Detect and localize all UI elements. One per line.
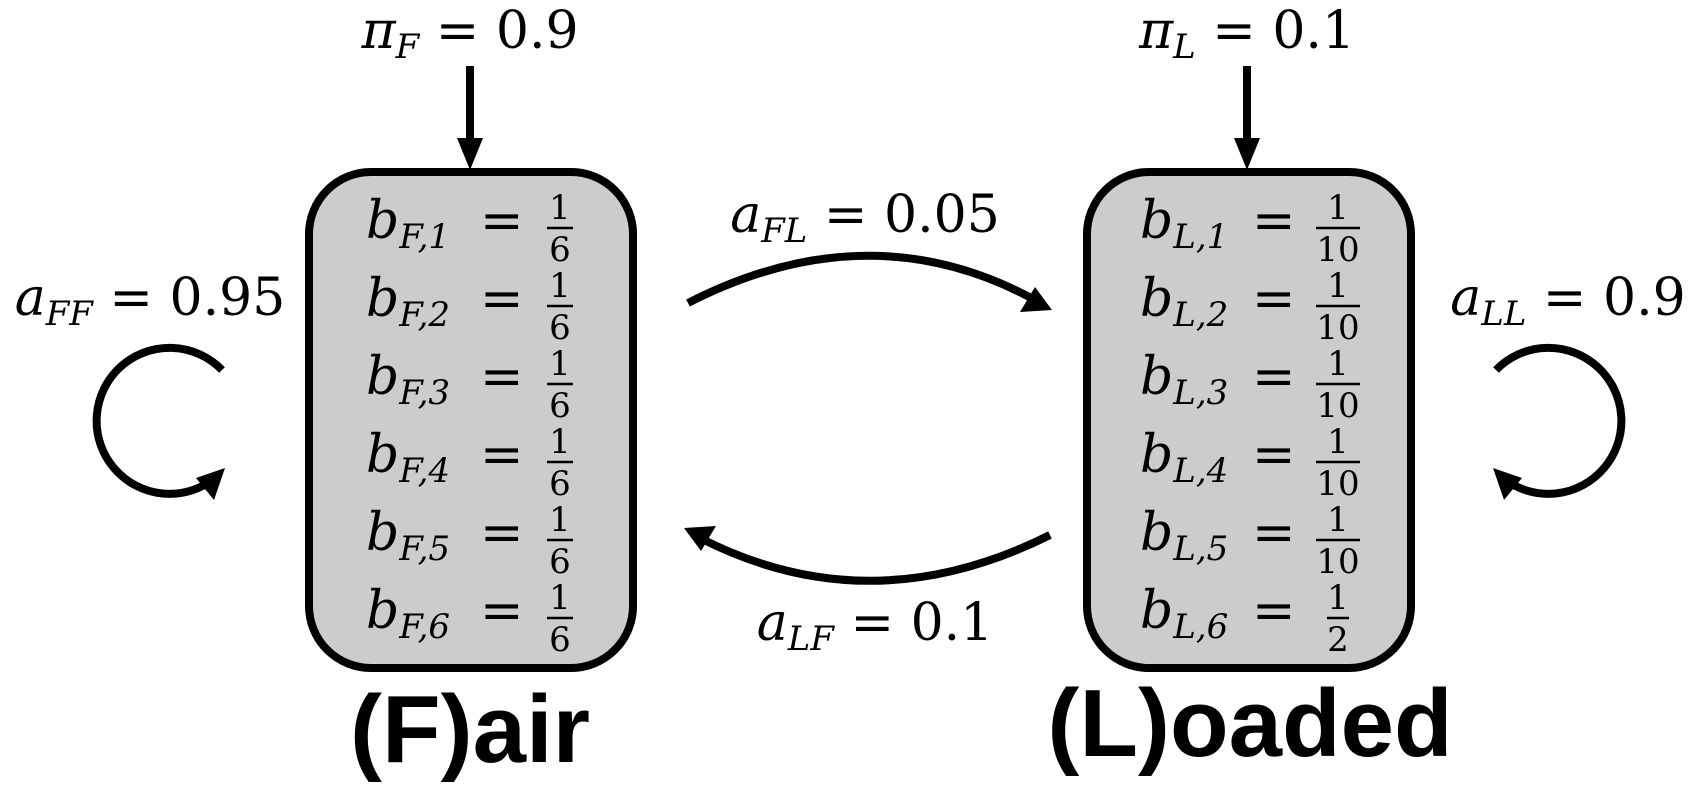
svg-text:bF,2: bF,2 bbox=[366, 269, 450, 335]
transition-label-fl: aFL = 0.05 bbox=[730, 185, 1000, 251]
emission-row: bL,1 = 1 10 bbox=[1140, 188, 1360, 270]
svg-text:10: 10 bbox=[1316, 464, 1359, 504]
emission-row: bF,6 = 1 6 bbox=[366, 578, 573, 660]
svg-text:6: 6 bbox=[549, 464, 571, 504]
svg-text:bL,3: bL,3 bbox=[1140, 347, 1228, 413]
svg-text:bF,5: bF,5 bbox=[366, 503, 450, 569]
state-label-loaded: (L)oaded bbox=[1047, 670, 1452, 777]
initial-label-loaded: πL = 0.1 bbox=[1138, 1, 1355, 67]
svg-text:1: 1 bbox=[549, 578, 571, 618]
initial-arrow-loaded bbox=[1234, 66, 1260, 170]
svg-text:1: 1 bbox=[549, 500, 571, 540]
svg-text:1: 1 bbox=[1327, 188, 1349, 228]
svg-text:6: 6 bbox=[549, 230, 571, 270]
state-box-loaded bbox=[1083, 168, 1415, 672]
transition-label-ll: aLL = 0.9 bbox=[1450, 268, 1686, 334]
svg-text:bL,5: bL,5 bbox=[1140, 503, 1228, 569]
initial-arrow-fair bbox=[457, 66, 483, 170]
arrowhead-fl bbox=[1020, 287, 1052, 312]
arrowhead-ff bbox=[196, 468, 225, 500]
svg-text:1: 1 bbox=[549, 266, 571, 306]
svg-text:1: 1 bbox=[1327, 578, 1349, 618]
svg-text:10: 10 bbox=[1316, 386, 1359, 426]
svg-text:1: 1 bbox=[1327, 500, 1349, 540]
svg-text:1: 1 bbox=[549, 344, 571, 384]
svg-text:=: = bbox=[1252, 425, 1296, 485]
transition-label-lf: aLF = 0.1 bbox=[757, 593, 994, 659]
initial-label-fair: πF = 0.9 bbox=[360, 1, 578, 67]
svg-text:=: = bbox=[480, 269, 524, 329]
svg-text:bF,4: bF,4 bbox=[366, 425, 450, 491]
emission-row: bF,1 = 1 6 bbox=[366, 188, 573, 270]
svg-text:bL,4: bL,4 bbox=[1140, 425, 1228, 491]
svg-text:1: 1 bbox=[1327, 422, 1349, 462]
svg-text:bL,6: bL,6 bbox=[1140, 581, 1228, 647]
arrowhead-ll bbox=[1493, 468, 1522, 500]
emission-row: bL,3 = 1 10 bbox=[1140, 344, 1360, 426]
svg-text:=: = bbox=[480, 581, 524, 641]
state-box-fair bbox=[305, 168, 637, 672]
emissions-loaded: bL,1 = 1 10 bL,2 = 1 10 bL,3 = 1 10 bL,4… bbox=[1140, 188, 1360, 660]
transition-arrow-lf bbox=[698, 531, 1052, 585]
svg-text:=: = bbox=[1252, 581, 1296, 641]
svg-text:1: 1 bbox=[1327, 266, 1349, 306]
self-loop-ff bbox=[92, 343, 225, 498]
emission-row: bF,4 = 1 6 bbox=[366, 422, 573, 504]
self-loop-ll bbox=[1493, 343, 1626, 498]
svg-text:=: = bbox=[1252, 503, 1296, 563]
svg-text:bF,1: bF,1 bbox=[366, 191, 450, 257]
transition-label-ff: aFF = 0.95 bbox=[15, 268, 286, 334]
svg-text:=: = bbox=[480, 191, 524, 251]
svg-text:=: = bbox=[1252, 191, 1296, 251]
svg-text:bF,3: bF,3 bbox=[366, 347, 450, 413]
svg-text:bL,1: bL,1 bbox=[1140, 191, 1228, 257]
emission-row: bF,2 = 1 6 bbox=[366, 266, 573, 348]
svg-text:1: 1 bbox=[1327, 344, 1349, 384]
svg-text:6: 6 bbox=[549, 386, 571, 426]
svg-text:6: 6 bbox=[549, 620, 571, 660]
emission-row: bL,2 = 1 10 bbox=[1140, 266, 1360, 348]
svg-text:=: = bbox=[1252, 269, 1296, 329]
svg-text:bL,2: bL,2 bbox=[1140, 269, 1228, 335]
emission-row: bL,5 = 1 10 bbox=[1140, 500, 1360, 582]
svg-text:6: 6 bbox=[549, 308, 571, 348]
svg-text:10: 10 bbox=[1316, 542, 1359, 582]
state-label-fair: (F)air bbox=[350, 676, 590, 783]
svg-text:1: 1 bbox=[549, 188, 571, 228]
svg-text:10: 10 bbox=[1316, 308, 1359, 348]
svg-text:1: 1 bbox=[549, 422, 571, 462]
transition-arrow-fl bbox=[686, 251, 1037, 307]
svg-text:6: 6 bbox=[549, 542, 571, 582]
svg-text:=: = bbox=[1252, 347, 1296, 407]
emissions-fair: bF,1 = 1 6 bF,2 = 1 6 bF,3 = 1 6 bF,4 = … bbox=[366, 188, 573, 660]
svg-text:=: = bbox=[480, 503, 524, 563]
arrowhead-lf bbox=[684, 526, 716, 551]
svg-text:10: 10 bbox=[1316, 230, 1359, 270]
emission-row: bL,6 = 1 2 bbox=[1140, 578, 1349, 660]
svg-text:bF,6: bF,6 bbox=[366, 581, 450, 647]
svg-text:=: = bbox=[480, 425, 524, 485]
emission-row: bL,4 = 1 10 bbox=[1140, 422, 1360, 504]
emission-row: bF,5 = 1 6 bbox=[366, 500, 573, 582]
emission-row: bF,3 = 1 6 bbox=[366, 344, 573, 426]
svg-text:=: = bbox=[480, 347, 524, 407]
svg-text:2: 2 bbox=[1327, 620, 1349, 660]
